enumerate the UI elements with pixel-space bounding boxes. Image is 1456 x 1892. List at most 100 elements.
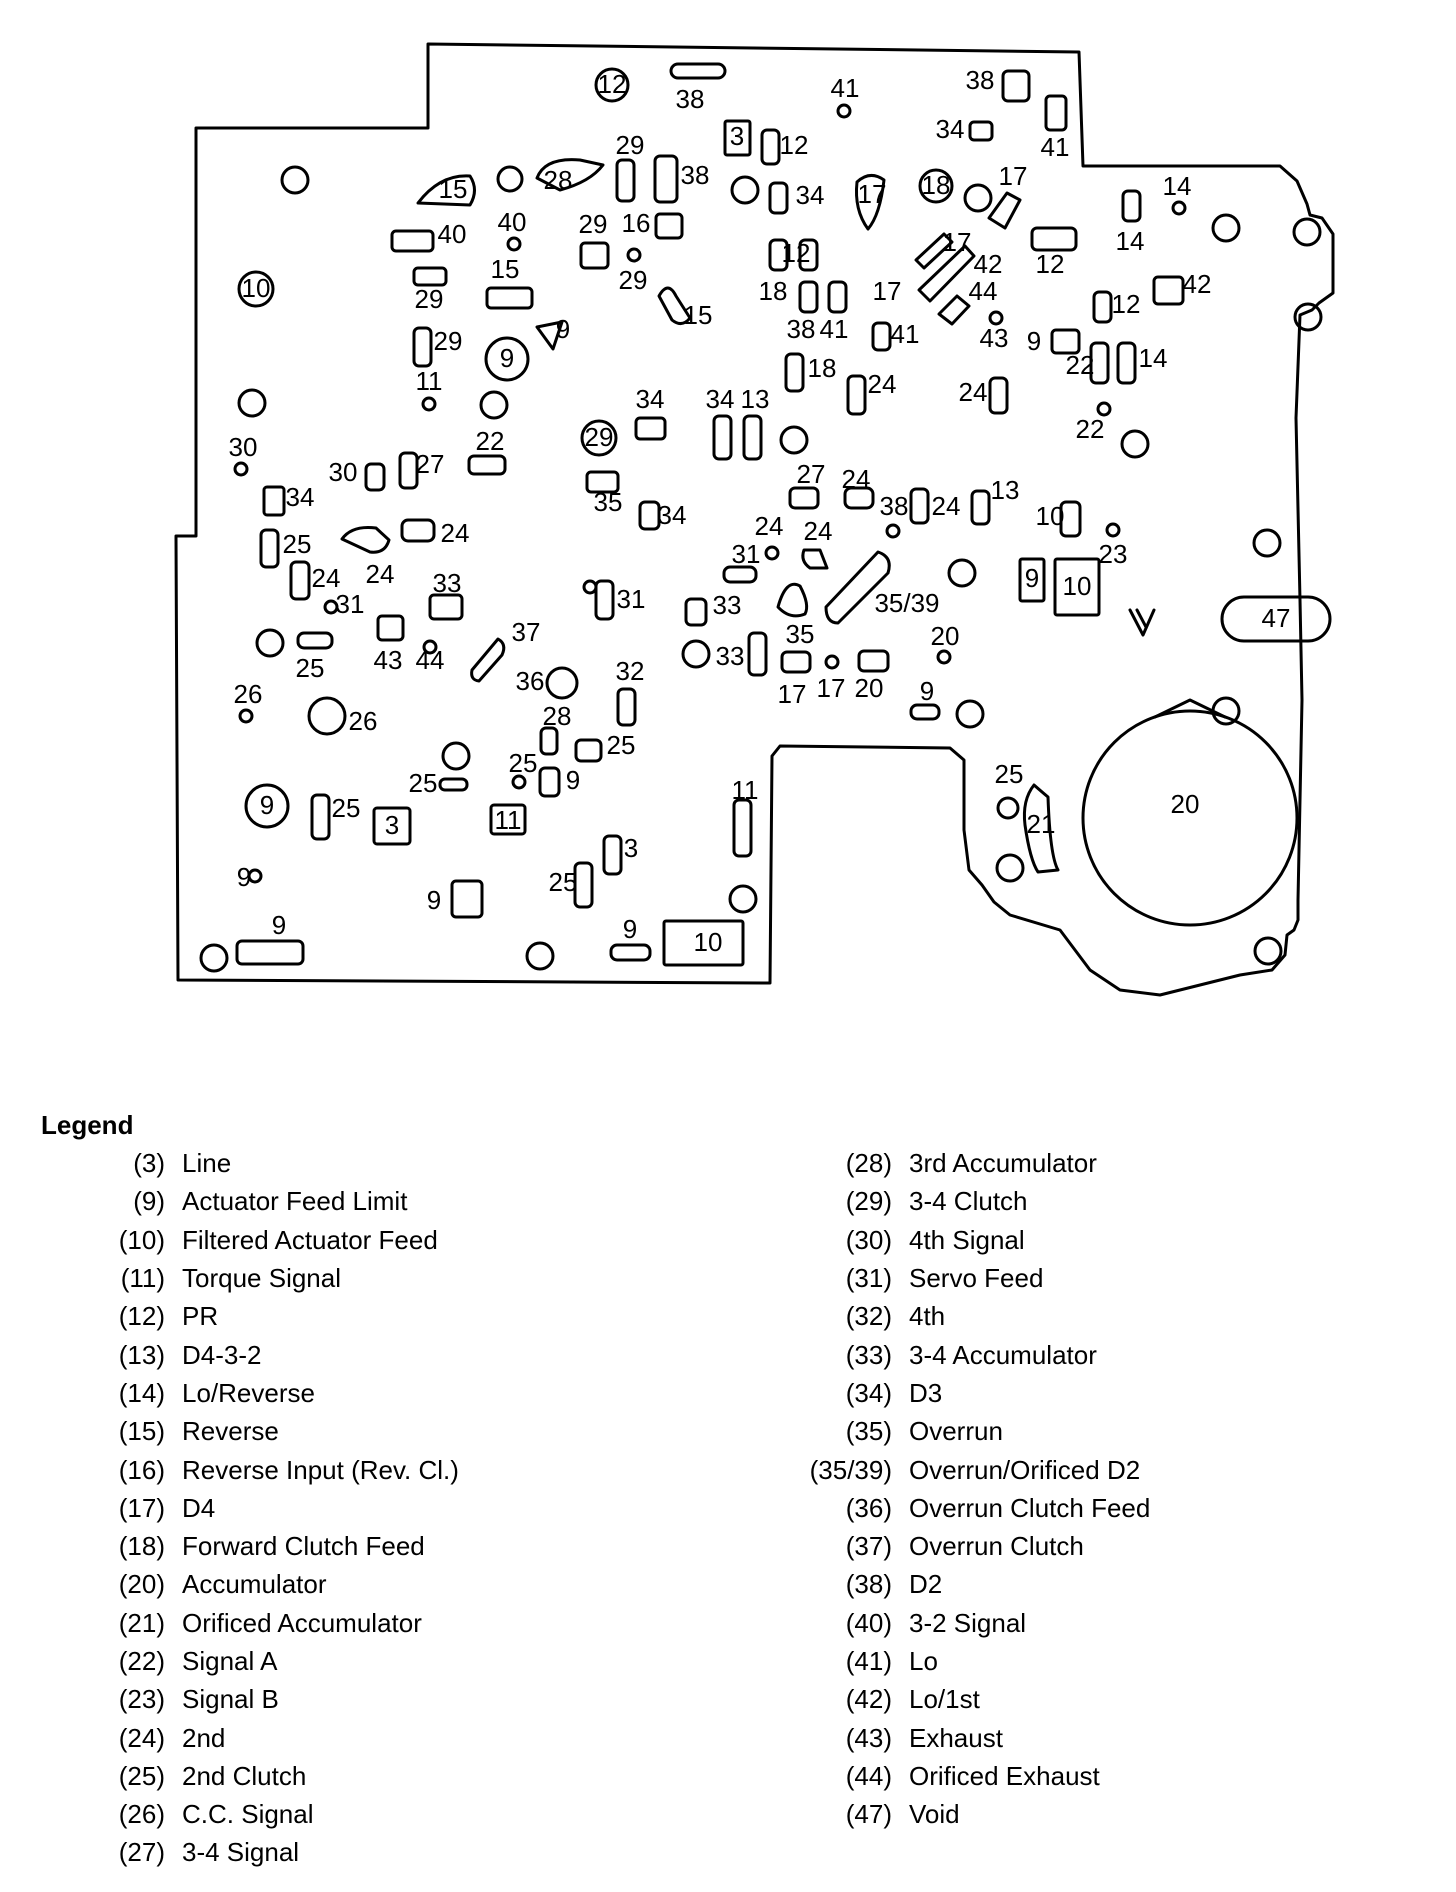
legend-name: 3-2 Signal [909, 1607, 1027, 1638]
hole-label: 24 [842, 464, 871, 494]
hole-label: 3 [385, 810, 399, 840]
hole-label: 25 [549, 867, 578, 897]
accumulator-label: 20 [1171, 789, 1200, 819]
legend-code: (47) [845, 1799, 892, 1830]
hole-label: 25 [509, 748, 538, 778]
legend-code: (22) [118, 1646, 165, 1676]
legend-item: (18)Forward Clutch Feed [40, 1527, 740, 1565]
hole-label: 24 [755, 511, 784, 541]
hole-label: 38 [966, 65, 995, 95]
legend-item: (47)Void [780, 1795, 1440, 1833]
legend-item: (27)3-4 Signal [40, 1833, 740, 1871]
hole-label: 16 [622, 208, 651, 238]
hole-label: 24 [959, 377, 988, 407]
legend-item: (36)Overrun Clutch Feed [780, 1489, 1440, 1527]
legend-code: (38) [845, 1569, 892, 1600]
legend-code: (25) [118, 1760, 165, 1791]
legend-name: Lo/1st [909, 1684, 980, 1715]
legend-name: Lo/Reverse [182, 1377, 315, 1408]
hole-label: 25 [409, 768, 438, 798]
legend-code: (23) [118, 1684, 165, 1715]
hole-label: 31 [732, 539, 761, 569]
hole-label: 9 [556, 314, 570, 344]
legend-code: (17) [118, 1492, 165, 1523]
legend-name: Orificed Accumulator [182, 1607, 422, 1638]
legend-name: Filtered Actuator Feed [182, 1224, 438, 1255]
legend-code: (44) [845, 1760, 892, 1791]
legend-code: (24) [118, 1722, 165, 1753]
hole-label: 37 [512, 617, 541, 647]
hole-label: 14 [1163, 171, 1192, 201]
hole-label: 24 [932, 491, 961, 521]
legend-item: (21)Orificed Accumulator [40, 1604, 740, 1642]
hole-label: 24 [441, 518, 470, 548]
legend-code: (14) [118, 1377, 165, 1408]
legend-item: (43)Exhaust [780, 1718, 1440, 1756]
legend-code: (26) [118, 1799, 165, 1830]
legend-name: Overrun/Orificed D2 [909, 1454, 1141, 1485]
legend-item: (23)Signal B [40, 1680, 740, 1718]
hole-label: 34 [658, 500, 687, 530]
legend-name: 3-4 Clutch [909, 1186, 1028, 1217]
legend-name: 3-4 Accumulator [909, 1339, 1097, 1370]
legend-item: (16)Reverse Input (Rev. Cl.) [40, 1450, 740, 1488]
legend-item: (29)3-4 Clutch [780, 1182, 1440, 1220]
hole-label: 43 [980, 323, 1009, 353]
legend-code: (31) [845, 1263, 892, 1294]
hole-label: 9 [623, 914, 637, 944]
legend-code: (11) [120, 1263, 165, 1294]
legend-name: D2 [909, 1569, 943, 1600]
hole-label: 27 [797, 459, 826, 489]
hole-label: 29 [579, 209, 608, 239]
hole-label: 29 [415, 284, 444, 314]
hole-label: 23 [1099, 539, 1128, 569]
hole-label: 17 [943, 227, 972, 257]
legend-item: (24)2nd [40, 1718, 740, 1756]
legend-name: Accumulator [182, 1569, 327, 1600]
hole-label: 41 [1041, 132, 1070, 162]
legend-name: D4 [182, 1492, 216, 1523]
legend-item: (31)Servo Feed [780, 1259, 1440, 1297]
hole-label: 35/39 [874, 588, 939, 618]
hole-label: 14 [1116, 226, 1145, 256]
hole-label: 10 [242, 273, 271, 303]
hole-label: 9 [500, 343, 514, 373]
hole-label: 29 [616, 130, 645, 160]
hole-label: 34 [796, 180, 825, 210]
legend-name: PR [182, 1301, 219, 1332]
hole-label: 13 [991, 475, 1020, 505]
hole-label: 28 [544, 165, 573, 195]
hole-label: 25 [296, 653, 325, 683]
hole-label: 25 [995, 759, 1024, 789]
legend-item: (26)C.C. Signal [40, 1795, 740, 1833]
hole-label: 3 [624, 833, 638, 863]
hole-label: 12 [780, 130, 809, 160]
hole-label: 9 [427, 885, 441, 915]
legend-item: (35)Overrun [780, 1412, 1440, 1450]
legend-item: (10) Filtered Actuator Feed [40, 1221, 740, 1259]
legend-code: (27) [118, 1837, 165, 1868]
legend-name: Signal A [182, 1646, 278, 1676]
legend-item: (22) Signal A [40, 1642, 740, 1680]
hole-label: 14 [1139, 343, 1168, 373]
legend-name: Line [182, 1148, 232, 1179]
legend-name: 4th [909, 1301, 946, 1332]
hole-label: 10 [694, 927, 723, 957]
legend-code: (33) [845, 1339, 892, 1370]
hole-label: 11 [495, 805, 522, 835]
hole-label: 38 [676, 84, 705, 114]
hole-label: 38 [787, 314, 816, 344]
legend-code: (30) [845, 1224, 892, 1255]
legend-item: (20)Accumulator [40, 1565, 740, 1603]
legend-code: (15) [118, 1416, 165, 1447]
legend-item: (33) 3-4 Accumulator [780, 1335, 1440, 1373]
hole-label: 9 [566, 765, 580, 795]
hole-label: 41 [891, 319, 920, 349]
hole-label: 32 [616, 656, 645, 686]
legend-item: (25)2nd Clutch [40, 1757, 740, 1795]
hole-label: 30 [329, 457, 358, 487]
hole-label: 31 [336, 589, 365, 619]
legend-code: (10) [118, 1224, 165, 1255]
hole-label: 18 [759, 276, 788, 306]
legend-title: Legend [41, 1110, 134, 1140]
